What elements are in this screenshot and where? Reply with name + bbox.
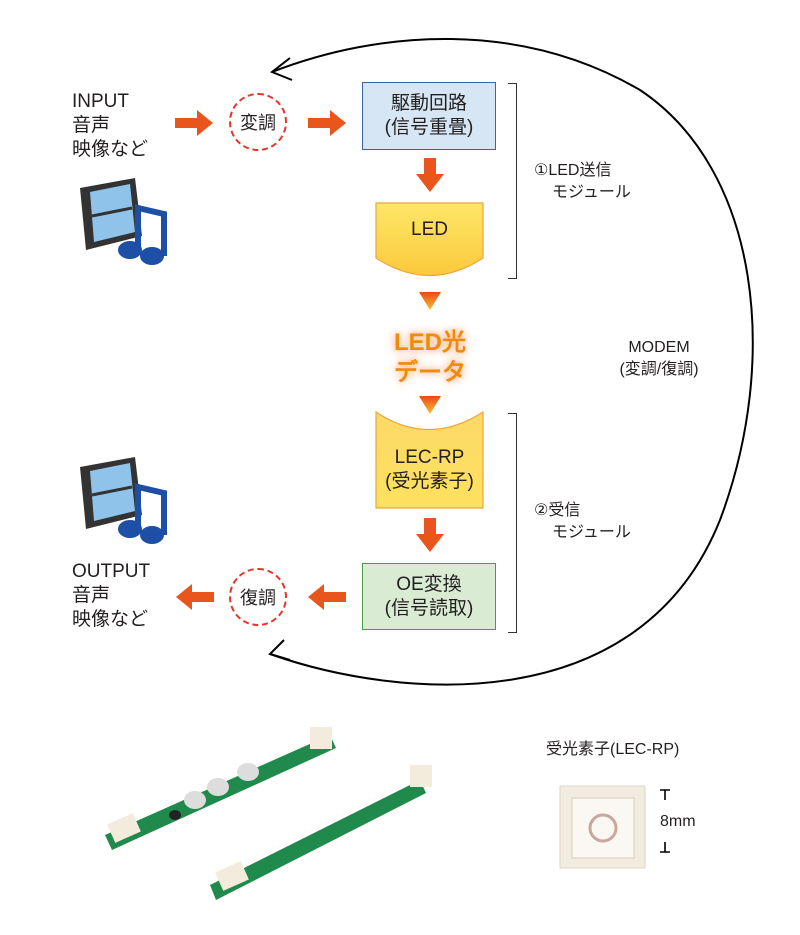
modulation-label: 変調 — [240, 113, 276, 133]
demodulation-node: 復調 — [229, 568, 287, 626]
light-triangle-bottom — [419, 396, 441, 414]
modulation-node: 変調 — [229, 93, 287, 151]
rx-module-bracket — [508, 413, 517, 633]
input-line3: 映像など — [72, 139, 149, 160]
led-light-data: LED光 データ — [380, 328, 480, 388]
demodulation-label: 復調 — [240, 588, 276, 608]
modem-line1: MODEM — [628, 339, 690, 356]
photo-caption: 受光素子(LEC-RP) — [546, 741, 680, 758]
tx-line2: モジュール — [552, 184, 631, 201]
output-line2: 音声 — [72, 585, 111, 606]
arrow-input-to-mod — [175, 110, 213, 136]
loop-arrowhead-bottom — [268, 639, 291, 661]
oe-conversion-box: OE変換 (信号読取) — [362, 563, 496, 630]
output-line3: 映像など — [72, 609, 149, 630]
rx-module-label: ②受信 モジュール — [534, 500, 631, 544]
arrow-drive-to-led — [416, 158, 444, 192]
input-label: INPUT 音声 映像など — [72, 90, 148, 162]
tx-module-label: ①LED送信 モジュール — [534, 160, 631, 204]
tx-module-bracket — [508, 83, 517, 279]
receiver-element-photo — [559, 785, 646, 869]
pcb-board-rx — [210, 765, 432, 900]
arrow-oe-to-demod — [308, 584, 346, 610]
pcb-board-tx — [105, 727, 336, 850]
output-label: OUTPUT 音声 映像など — [72, 560, 150, 632]
rx-line2: モジュール — [552, 524, 631, 541]
modem-line2: (変調/復調) — [619, 361, 699, 378]
arrow-mod-to-drive — [308, 110, 346, 136]
media-icon-output — [80, 457, 167, 544]
rx-line1: ②受信 — [534, 502, 581, 519]
receiver-box: LEC-RP (受光素子) — [376, 440, 483, 500]
loop-arrowhead-top — [270, 57, 293, 81]
receiver-line1: LEC-RP — [394, 447, 465, 468]
led-light-data-line2: データ — [394, 359, 466, 386]
input-line2: 音声 — [72, 115, 111, 136]
arrow-demod-to-output — [176, 584, 214, 610]
modem-loop-arrow — [269, 38, 754, 686]
led-light-data-line1: LED光 — [394, 329, 466, 356]
tx-line1: ①LED送信 — [534, 162, 612, 179]
oe-line2: (信号読取) — [384, 597, 474, 619]
modem-label: MODEM (変調/復調) — [604, 337, 714, 381]
output-line1: OUTPUT — [72, 561, 151, 582]
arrow-rx-to-oe — [416, 518, 444, 552]
led-box: LED — [376, 215, 483, 245]
led-label: LED — [411, 219, 448, 240]
dimension-label: 8mm — [660, 813, 696, 830]
light-triangle-top — [419, 292, 441, 310]
drive-circuit-line1: 駆動回路 — [390, 93, 467, 114]
drive-circuit-line2: (信号重畳) — [384, 117, 474, 138]
media-icon-input — [80, 178, 167, 265]
led-shape — [375, 202, 484, 276]
receiver-shape — [375, 410, 484, 509]
dimension-marker — [660, 789, 670, 853]
oe-line1: OE変換 — [396, 573, 462, 595]
drive-circuit-box: 駆動回路 (信号重畳) — [362, 82, 496, 150]
input-line1: INPUT — [72, 91, 129, 112]
receiver-line2: (受光素子) — [385, 471, 474, 492]
